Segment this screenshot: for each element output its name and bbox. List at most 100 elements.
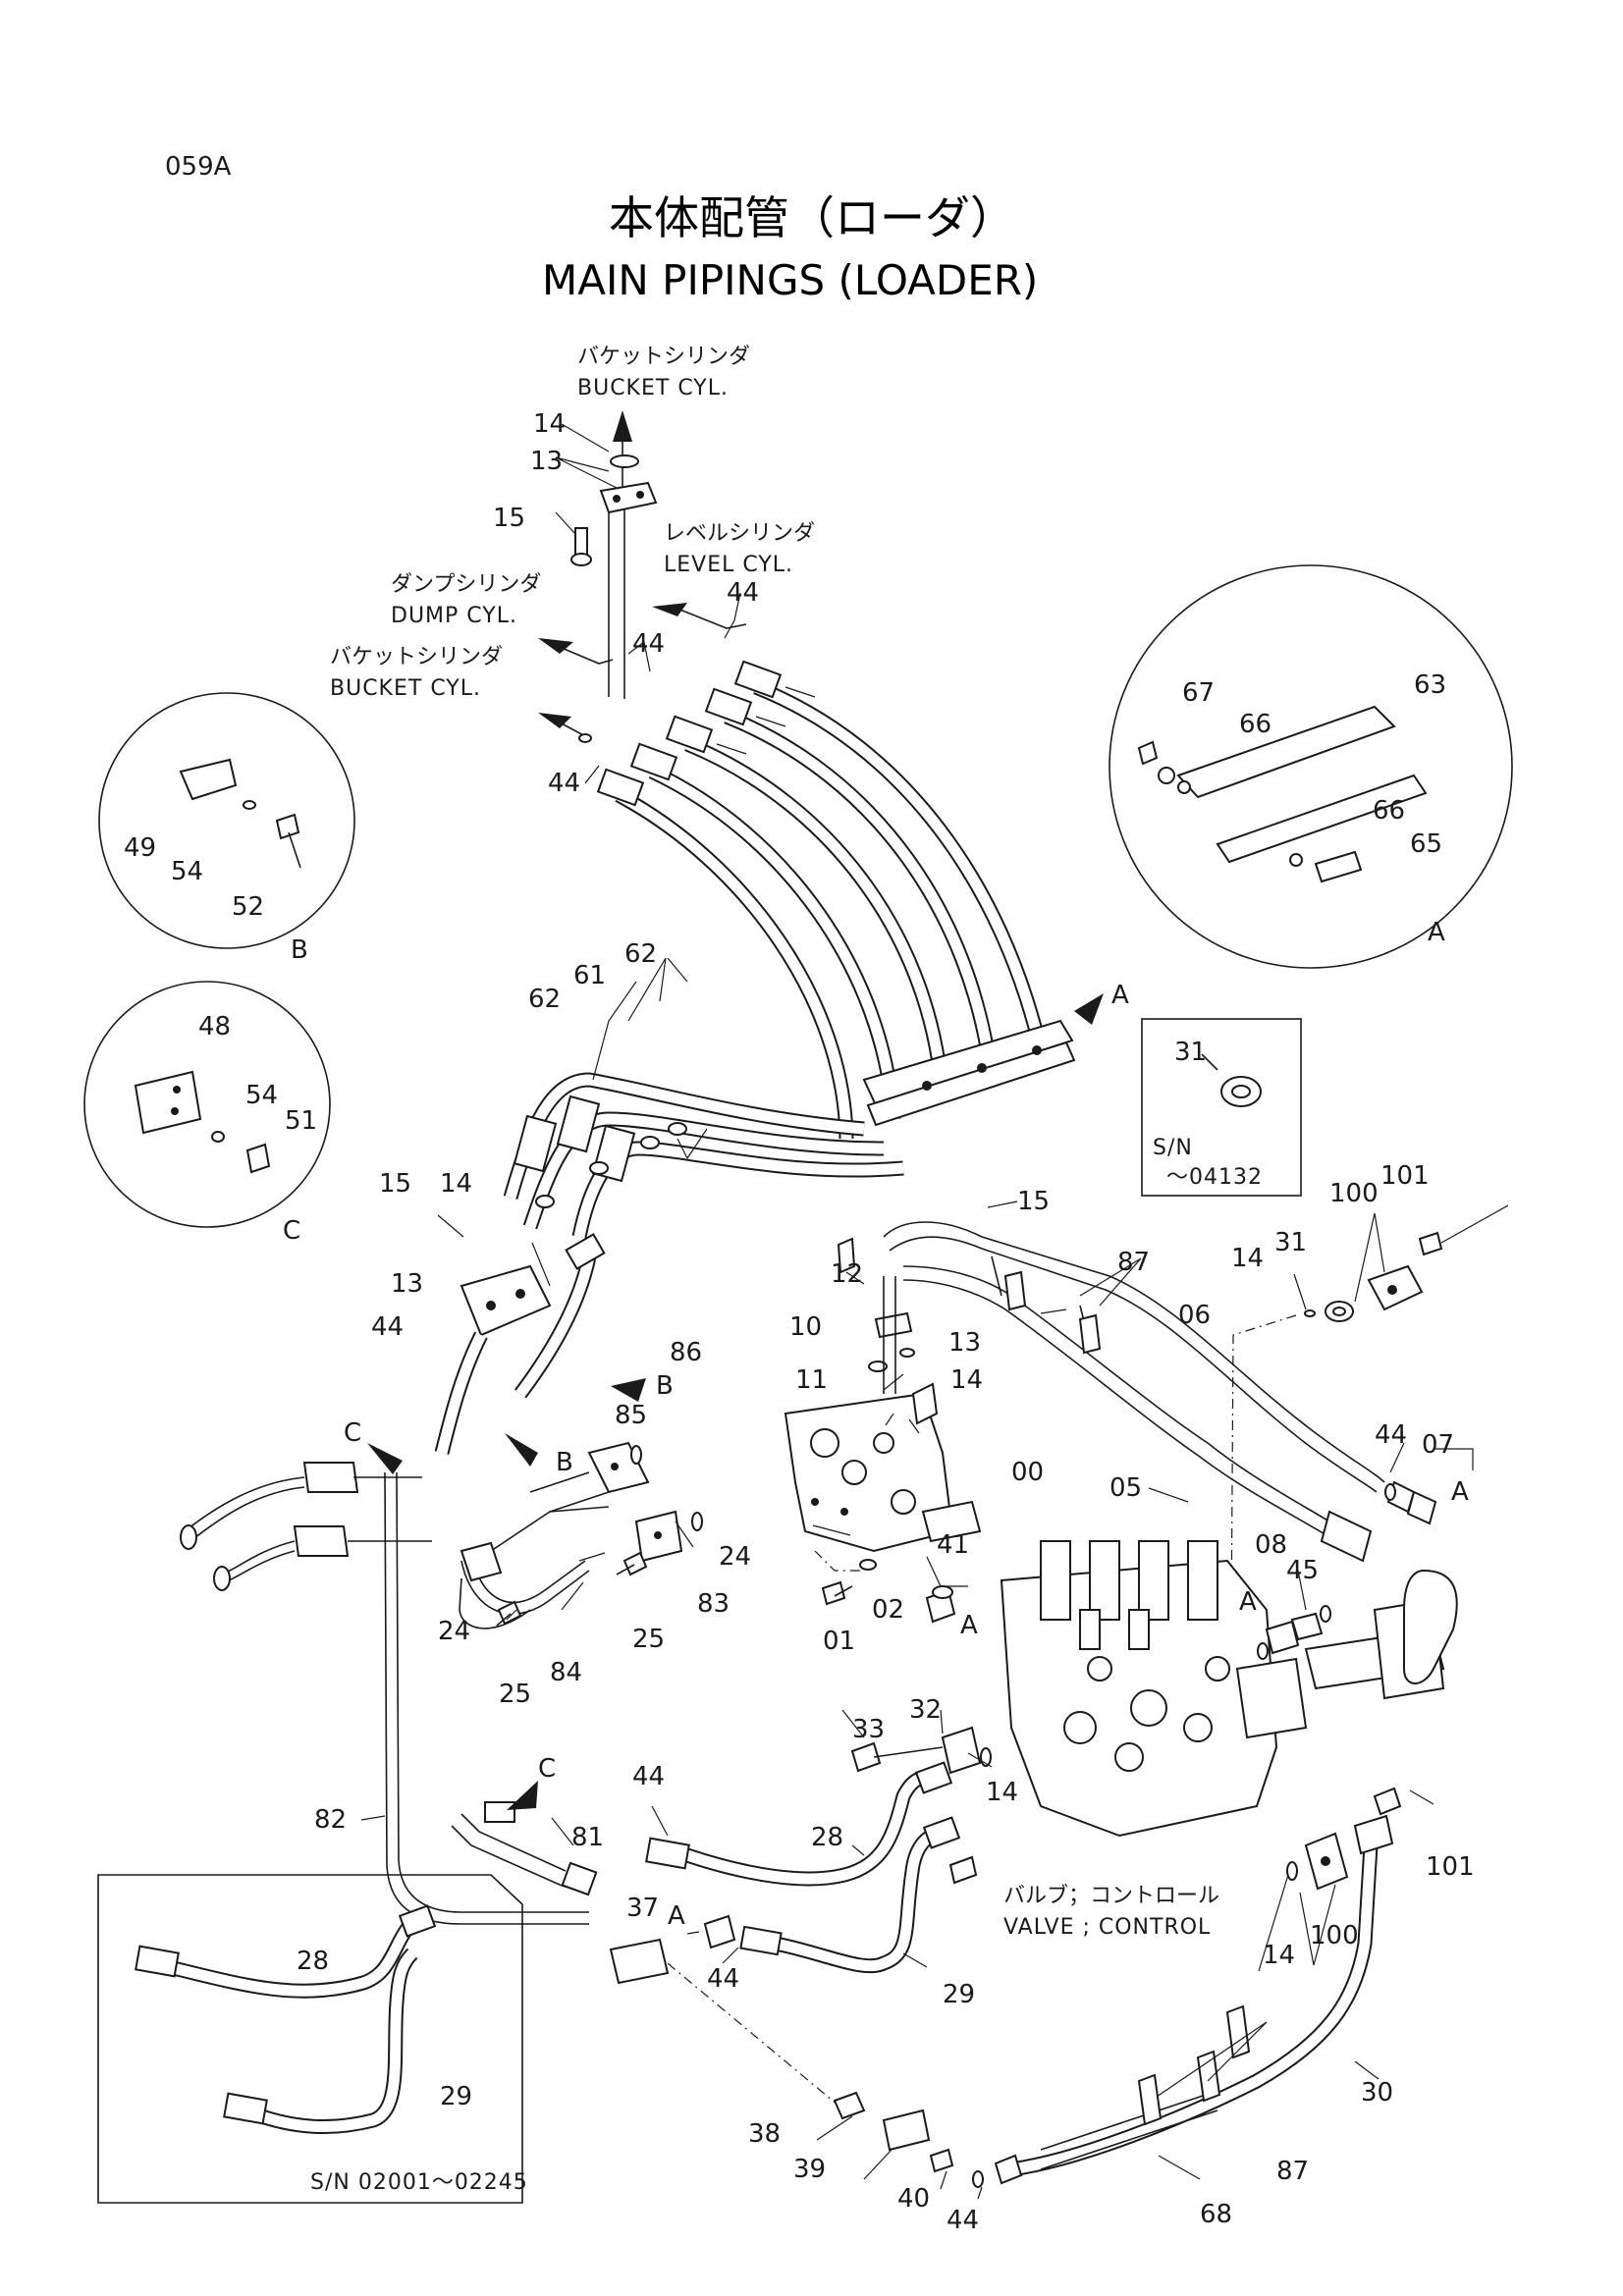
fitting-41 [925,1585,956,1624]
view-arrow-c-upper-letter: C [344,1418,361,1448]
callout: 62 [624,939,657,969]
dump-cyl-jp: ダンプシリンダ [391,572,541,597]
detail-a: A [1109,564,1513,969]
detail-c-part: 54 [245,1081,278,1110]
dest-bucket-cyl-left: バケットシリンダ BUCKET CYL. [330,645,503,701]
callout: 101 [1380,1161,1430,1191]
leader-lines [360,423,1509,2200]
callout: 39 [793,2155,826,2184]
left-pipe-blocks [180,1462,432,1591]
detail-c-part: 48 [198,1012,231,1041]
hose-clamp-bar [862,1019,1076,1127]
callout: 83 [697,1589,730,1619]
callout: 32 [909,1695,942,1725]
connection-a-4: A [668,1901,685,1931]
callout: 14 [440,1169,472,1199]
callout: 08 [1255,1530,1287,1560]
callout: 15 [493,504,525,533]
callout: 25 [632,1625,665,1654]
callout: 86 [670,1338,702,1367]
detail-c-part: 51 [285,1106,317,1136]
detail-a-part: 67 [1182,678,1215,708]
fittings-32-33 [850,1726,992,1775]
fittings-10-13 [837,1237,915,1394]
callout: 14 [1263,1941,1295,1970]
clamp-87-upper [1003,1270,1102,1355]
detail-a-part: 66 [1239,710,1271,739]
detail-b-numbers: 49 54 52 [124,833,264,922]
callout: 41 [937,1530,969,1560]
detail-a-part: 63 [1414,670,1446,700]
title-jp: 本体配管（ローダ） [609,191,1015,244]
connection-a-marks: A A A A [668,1477,1469,1931]
bucket-cyl-left-en: BUCKET CYL. [330,676,481,701]
callout: 02 [872,1595,904,1625]
callout: 61 [573,961,606,990]
detail-c: C [83,981,331,1246]
detail-b: B [98,692,355,965]
arrow-bucket-cyl-left [538,713,592,743]
detail-b-part: 49 [124,833,156,863]
view-arrow-c-lower-letter: C [538,1754,556,1784]
serial-box-28-29-sn: S/N 02001～02245 [310,2170,528,2195]
bolt-25-left [496,1600,522,1627]
bucket-cyl-left-jp: バケットシリンダ [330,645,503,669]
detail-c-letter: C [283,1216,300,1246]
callout: 14 [1231,1244,1264,1273]
detail-b-part: 54 [171,857,203,886]
page-code: 059A [165,152,232,182]
detail-b-part: 52 [232,892,264,922]
callout: 84 [550,1658,582,1687]
callout: 44 [548,769,580,798]
callout: 15 [379,1169,411,1199]
detail-c-numbers: 48 54 51 [198,1012,317,1136]
bolt-01 [821,1580,853,1606]
callout: 33 [852,1715,885,1744]
hose-06-05 [883,1221,1437,1563]
pipe-82 [384,1471,589,1925]
detail-b-letter: B [291,935,308,965]
callout: 12 [831,1259,863,1289]
callout: 44 [707,1964,739,1994]
detail-a-part: 65 [1410,829,1442,859]
view-arrow-b-upper: B [611,1371,674,1402]
fitting-37 [703,1914,736,1949]
dest-dump-cyl: ダンプシリンダ DUMP CYL. [391,572,541,628]
callout: 14 [986,1778,1018,1807]
callout: 13 [530,447,563,476]
title-en: MAIN PIPINGS (LOADER) [542,256,1038,304]
pipe-84-83 [459,1441,703,1629]
connection-a-1: A [1451,1477,1469,1507]
callout: 31 [1274,1228,1307,1257]
view-arrow-b-lower: B [505,1433,573,1477]
callout: 44 [1375,1420,1407,1450]
serial-box-31: 31 S/N ～04132 [1141,1018,1302,1197]
serial-box-31-sn-label: S/N [1153,1136,1193,1160]
serial-box-31-part: 31 [1174,1038,1207,1067]
callout: 101 [1426,1852,1475,1882]
left-flange-block [434,1233,606,1455]
callout: 01 [823,1627,855,1656]
dest-control-valve: バルブ；コントロール VALVE ; CONTROL [1003,1884,1219,1940]
dashed-leader-02 [814,1550,864,1572]
callout: 82 [314,1805,347,1835]
callout: 87 [1276,2157,1309,2186]
callout: 44 [632,1762,665,1791]
serial-box-part: 28 [297,1947,329,1976]
callout: 14 [533,409,566,439]
serial-box-part: 29 [440,2082,472,2111]
callout: 100 [1329,1179,1379,1208]
pipe-81 [451,1801,598,1896]
view-arrow-b-lower-letter: B [556,1448,573,1477]
callout: 44 [727,578,759,608]
callout: 29 [943,1980,975,2009]
control-valve-en: VALVE ; CONTROL [1003,1915,1211,1940]
control-valve-body [1000,1540,1458,1838]
top-flange-fitting [570,410,658,699]
hose-bundle-lower [503,1072,904,1239]
detail-a-numbers: 67 66 63 66 65 [1182,670,1446,859]
callout-numbers: 14 13 15 44 44 44 62 61 62 14 15 13 44 8… [314,409,1475,2235]
callout: 25 [499,1680,531,1709]
fittings-100-101-lower [1286,1787,1402,1891]
callout: 100 [1310,1921,1359,1950]
